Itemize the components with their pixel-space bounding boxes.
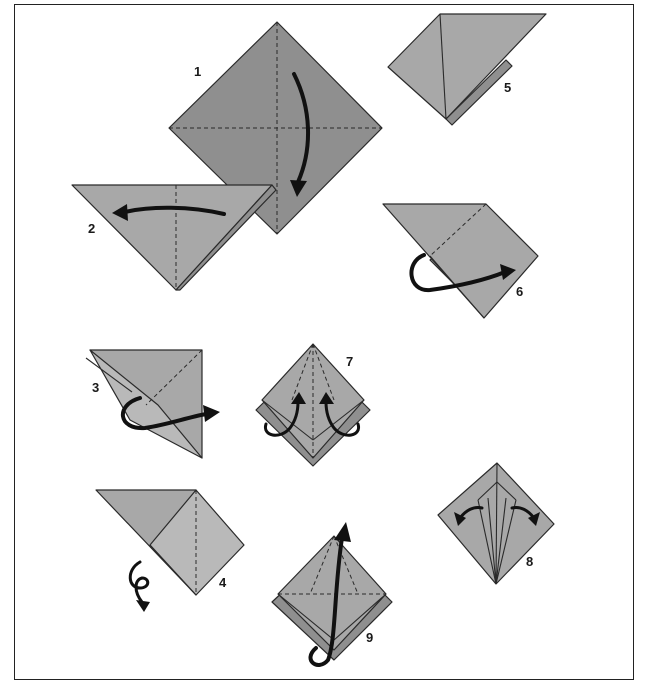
step-8-figure <box>438 463 554 584</box>
step-3-number: 3 <box>92 380 99 395</box>
step-5-figure <box>388 14 546 125</box>
step-2-number: 2 <box>88 221 95 236</box>
step-6-number: 6 <box>516 284 523 299</box>
step-9-number: 9 <box>366 630 373 645</box>
step-9-figure <box>272 522 392 665</box>
step-4-figure <box>96 490 244 612</box>
step-5-number: 5 <box>504 80 511 95</box>
step-8-number: 8 <box>526 554 533 569</box>
step-7-number: 7 <box>346 354 353 369</box>
step-6-figure <box>383 204 538 318</box>
step-2-figure <box>72 185 276 290</box>
step-4-number: 4 <box>219 575 227 590</box>
step-3-figure <box>86 350 220 458</box>
step-1-number: 1 <box>194 64 201 79</box>
